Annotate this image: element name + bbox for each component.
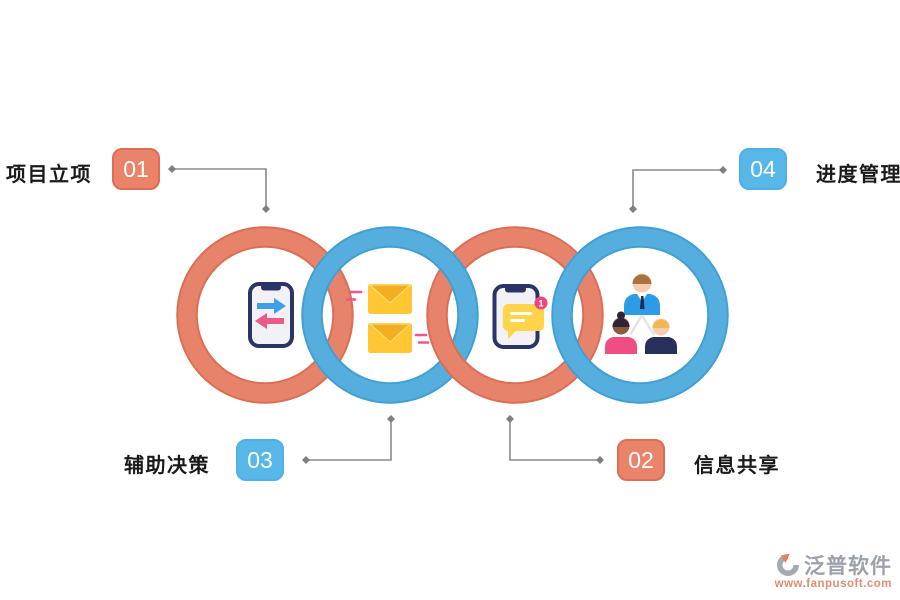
callout-label-bottom-right: 信息共享	[694, 455, 780, 477]
team-org-icon	[605, 273, 677, 354]
watermark-url: www.fanpusoft.com	[774, 578, 892, 590]
watermark: 泛普软件 www.fanpusoft.com	[774, 550, 892, 590]
badge-04: 04	[739, 148, 787, 190]
connector-bottom-left	[306, 419, 392, 461]
chat-notification-count: 1	[538, 299, 543, 309]
ring-4-blue	[551, 226, 729, 404]
connector-bottom-right	[509, 419, 600, 461]
callout-label-top-right: 进度管理	[816, 164, 900, 186]
callout-label-top-left: 项目立项	[6, 164, 92, 186]
badge-03: 03	[236, 439, 284, 481]
connector-top-right	[632, 169, 723, 209]
connector-diamond-endpoints	[168, 165, 727, 464]
badge-01: 01	[112, 148, 160, 190]
watermark-brand: 泛普软件	[804, 555, 892, 578]
fanpu-logo-icon	[777, 553, 799, 576]
phone-chat-icon: 1	[492, 284, 548, 349]
phone-transfer-icon	[248, 282, 294, 348]
ring-3-orange	[426, 226, 604, 404]
ring-2-overlap-patch	[401, 227, 478, 304]
ring-2-blue	[301, 226, 479, 404]
connector-top-left	[172, 168, 267, 209]
badge-02: 02	[617, 439, 665, 481]
ring-1-orange	[176, 226, 354, 404]
mail-envelopes-icon	[345, 284, 430, 353]
callout-label-bottom-left: 辅助决策	[124, 455, 210, 477]
